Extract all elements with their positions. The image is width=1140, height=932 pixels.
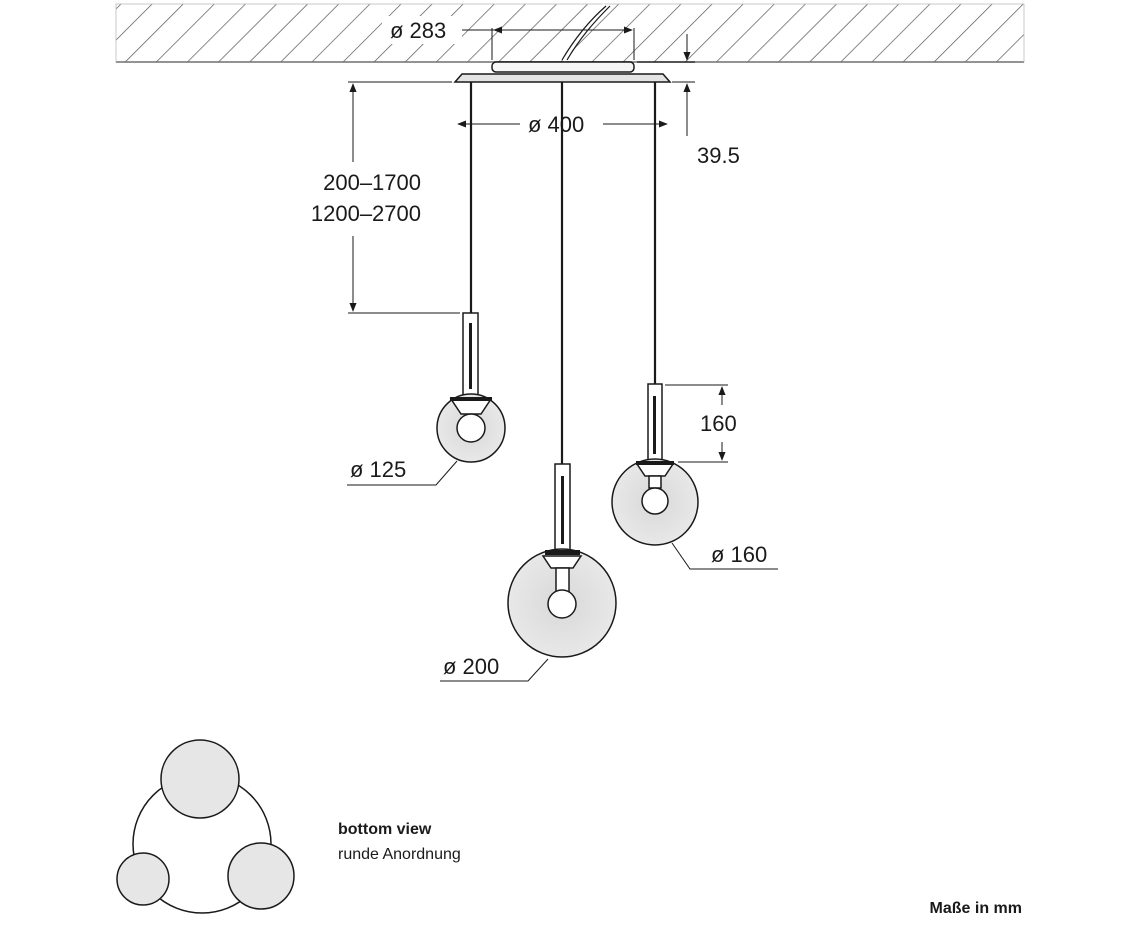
cable-length-short-label: 200–1700 (323, 170, 421, 195)
canopy-diameter-label: ø 400 (528, 112, 584, 137)
bottom-view-diagram (116, 739, 295, 914)
dimension-holder-height: 160 (665, 384, 737, 463)
leader-globe-medium: ø 160 (671, 542, 778, 570)
suspension-cables (469, 82, 657, 464)
leader-globe-large: ø 200 (440, 654, 549, 682)
globe-small-label: ø 125 (350, 457, 406, 482)
bottom-view-globe-right (227, 842, 295, 910)
leader-globe-small: ø 125 (347, 457, 458, 486)
units-note: Maße in mm (930, 900, 1022, 917)
holder-height-label: 160 (700, 411, 737, 436)
pendant-large (507, 463, 617, 658)
bottom-view-globe-top (160, 739, 240, 819)
globe-medium-label: ø 160 (711, 542, 767, 567)
pendant-small (436, 312, 506, 463)
bottom-view-globe-left (116, 852, 170, 906)
globe-large-label: ø 200 (443, 654, 499, 679)
canopy-mount-diameter-label: ø 283 (390, 18, 446, 43)
canopy-height-label: 39.5 (697, 143, 740, 168)
canopy (453, 61, 672, 83)
bottom-view-title: bottom view (338, 821, 432, 838)
dimension-canopy-height: 39.5 (637, 34, 740, 168)
pendant-medium (611, 383, 699, 546)
dimension-canopy-mount: ø 283 (382, 16, 635, 60)
dimension-cable-length: 200–1700 1200–2700 (311, 81, 460, 314)
bottom-view-subtitle: runde Anordnung (338, 846, 461, 863)
cable-length-long-label: 1200–2700 (311, 201, 421, 226)
